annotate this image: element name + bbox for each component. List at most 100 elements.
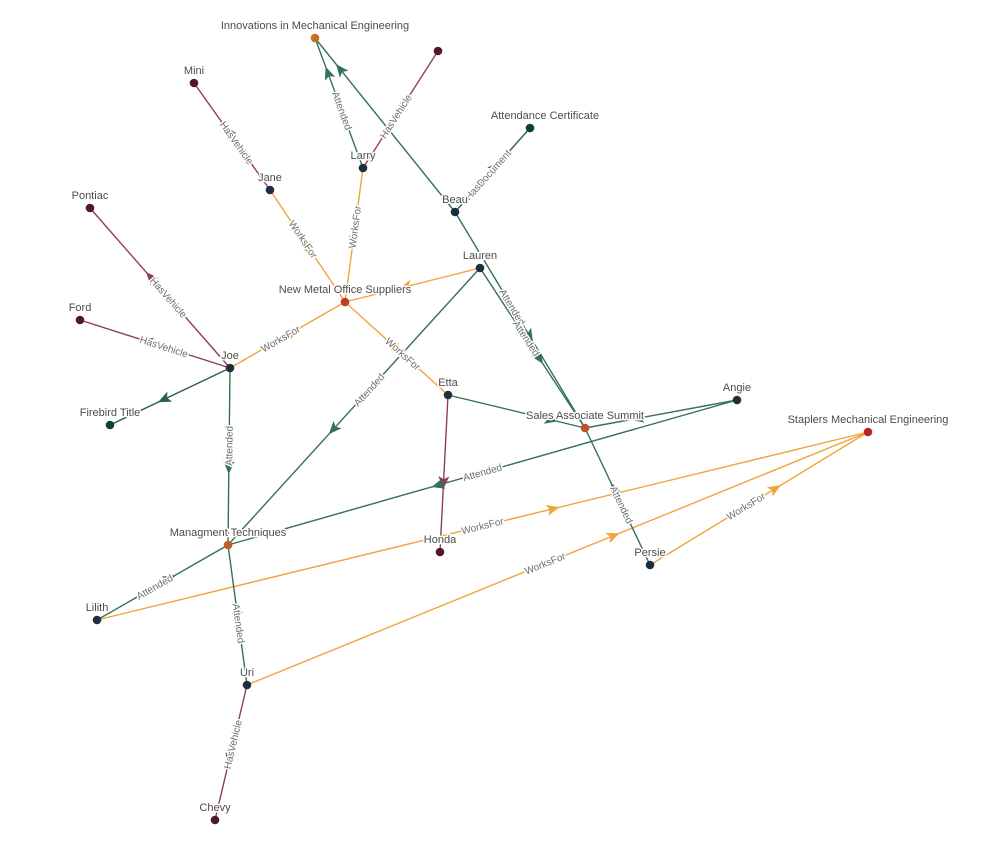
node-pontiac[interactable]: [85, 203, 95, 213]
node-persie[interactable]: [645, 560, 655, 570]
node-dot-honda[interactable]: [435, 547, 445, 557]
node-firebird_title[interactable]: [105, 420, 115, 430]
node-larry[interactable]: [358, 163, 368, 173]
node-dot-staplers[interactable]: [863, 427, 873, 437]
node-dot-managment[interactable]: [223, 540, 233, 550]
edge-label-lilith-staplers: WorksFor: [460, 516, 505, 537]
edge-attended-angie-sales_summit: [584, 399, 738, 429]
edge-attended-lilith-managment: [96, 544, 229, 621]
edge-worksfor-uri-staplers: [246, 431, 869, 686]
node-innovations[interactable]: [310, 33, 320, 43]
node-managment[interactable]: [223, 540, 233, 550]
arrowhead-hasdocument: [158, 391, 173, 403]
node-label-angie: Angie: [723, 382, 751, 394]
node-label-chevy: Chevy: [199, 802, 231, 814]
node-dot-mini[interactable]: [189, 78, 199, 88]
node-sales_summit[interactable]: [580, 423, 590, 433]
edge-label-beau-attendance_certificate: HasDocument: [463, 148, 514, 203]
edge-attended-larry-innovations: [314, 37, 364, 169]
arrowhead-worksfor: [766, 485, 781, 497]
node-uri[interactable]: [242, 680, 252, 690]
node-mini[interactable]: [189, 78, 199, 88]
edge-label-joe-ford: HasVehicle: [138, 335, 189, 361]
arrowhead-attended: [161, 575, 176, 587]
edge-worksfor-lauren-new_metal: [344, 267, 481, 303]
node-label-lilith: Lilith: [86, 602, 109, 614]
arrowhead-hasvehicle: [396, 97, 408, 112]
node-dot-chevy[interactable]: [210, 815, 220, 825]
node-dot-ford[interactable]: [75, 315, 85, 325]
node-dot-sales_summit[interactable]: [580, 423, 590, 433]
edge-label-angie-managment: Attended: [462, 462, 504, 484]
node-lilith[interactable]: [92, 615, 102, 625]
node-dot-innovations[interactable]: [310, 33, 320, 43]
node-dot-firebird_title[interactable]: [105, 420, 115, 430]
node-label-staplers: Staplers Mechanical Engineering: [788, 414, 949, 426]
node-layer: [75, 33, 873, 825]
node-ford[interactable]: [75, 315, 85, 325]
edge-label-jane-new_metal: WorksFor: [286, 219, 320, 262]
node-staplers[interactable]: [863, 427, 873, 437]
arrowhead-worksfor: [348, 234, 360, 249]
edge-attended-etta-sales_summit: [447, 394, 586, 429]
node-angie[interactable]: [732, 395, 742, 405]
node-label-persie: Persie: [634, 547, 665, 559]
node-new_metal[interactable]: [340, 297, 350, 307]
node-dot-beau[interactable]: [450, 207, 460, 217]
node-dot-attendance_certificate[interactable]: [525, 123, 535, 133]
node-dot-uri[interactable]: [242, 680, 252, 690]
node-dot-etta[interactable]: [443, 390, 453, 400]
node-honda[interactable]: [435, 547, 445, 557]
label-layer: HasVehicleHasVehicleHasVehicleHasVehicle…: [67, 19, 950, 816]
arrowhead-worksfor: [545, 504, 560, 516]
node-label-ford: Ford: [69, 302, 92, 314]
node-jane[interactable]: [265, 185, 275, 195]
node-etta[interactable]: [443, 390, 453, 400]
node-chevy[interactable]: [210, 815, 220, 825]
edge-hasvehicle-uri-chevy: [214, 684, 248, 821]
edge-worksfor-persie-staplers: [649, 431, 869, 566]
node-dot-joe[interactable]: [225, 363, 235, 373]
edge-label-larry-new_metal: WorksFor: [348, 204, 365, 249]
node-lauren[interactable]: [475, 263, 485, 273]
edge-label-beau-sales_summit: Attended: [496, 287, 526, 327]
arrowhead-worksfor: [399, 279, 413, 291]
edge-label-joe-pontiac: HasVehicle: [147, 276, 189, 321]
node-dot-new_metal[interactable]: [340, 297, 350, 307]
node-dot-larry[interactable]: [358, 163, 368, 173]
node-dot-lilith[interactable]: [92, 615, 102, 625]
arrowhead-hasvehicle: [225, 752, 237, 766]
node-dot-vehicle_unlabeled[interactable]: [433, 46, 443, 56]
node-label-managment: Managment Techniques: [170, 527, 287, 539]
node-beau[interactable]: [450, 207, 460, 217]
node-dot-persie[interactable]: [645, 560, 655, 570]
edge-label-persie-staplers: WorksFor: [725, 491, 768, 523]
node-label-lauren: Lauren: [463, 250, 497, 262]
node-label-larry: Larry: [350, 150, 376, 162]
node-dot-jane[interactable]: [265, 185, 275, 195]
node-label-pontiac: Pontiac: [72, 190, 109, 202]
edge-label-persie-sales_summit: Attended: [607, 485, 634, 526]
node-dot-pontiac[interactable]: [85, 203, 95, 213]
node-dot-angie[interactable]: [732, 395, 742, 405]
edge-label-uri-staplers: WorksFor: [523, 551, 568, 578]
node-label-firebird_title: Firebird Title: [80, 407, 141, 419]
edge-hasvehicle-larry-vehicle_unlabeled: [362, 50, 439, 169]
edge-worksfor-joe-new_metal: [229, 301, 346, 369]
node-dot-lauren[interactable]: [475, 263, 485, 273]
edge-worksfor-jane-new_metal: [269, 189, 346, 303]
arrowhead-attended: [231, 601, 243, 615]
edge-attended-joe-managment: [227, 367, 231, 546]
edge-attended-uri-managment: [227, 544, 248, 686]
node-attendance_certificate[interactable]: [525, 123, 535, 133]
edge-label-uri-managment: Attended: [230, 603, 246, 644]
node-vehicle_unlabeled[interactable]: [433, 46, 443, 56]
edge-hasvehicle-joe-ford: [79, 319, 231, 369]
node-joe[interactable]: [225, 363, 235, 373]
node-label-beau: Beau: [442, 194, 468, 206]
arrowhead-attended: [531, 350, 543, 364]
edge-label-lauren-sales_summit: Attended: [510, 319, 541, 359]
edge-label-joe-managment: Attended: [224, 426, 235, 466]
